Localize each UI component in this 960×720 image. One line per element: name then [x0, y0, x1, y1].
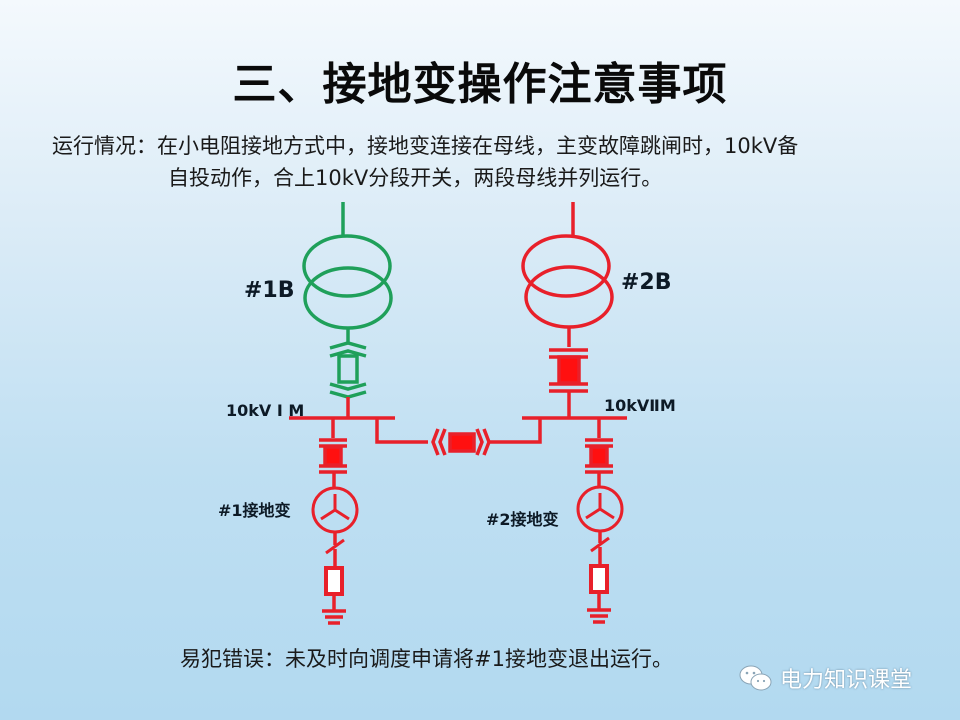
bus-1-label: 10kV I M [226, 401, 304, 420]
description-line-2: 自投动作，合上10kV分段开关，两段母线并列运行。 [168, 166, 663, 190]
breaker-2b-main [549, 348, 588, 418]
transformer-1b [302, 202, 393, 344]
bus-1 [289, 397, 428, 444]
bus-2-label: 10kVⅡM [604, 396, 676, 415]
bus-tie-breaker [431, 428, 491, 456]
breaker-1b-main [329, 341, 367, 399]
bus-2 [490, 416, 627, 444]
watermark: 电力知识课堂 [738, 662, 912, 694]
transformer-1-label: #1B [244, 278, 295, 303]
wechat-icon [739, 665, 772, 691]
common-mistake-note: 易犯错误：未及时向调度申请将#1接地变退出运行。 [180, 647, 673, 671]
watermark-text: 电力知识课堂 [780, 668, 913, 693]
grounding-transformer-2-branch [576, 418, 624, 624]
operating-description: 运行情况：在小电阻接地方式中，接地变连接在母线，主变故障跳闸时，10kV备 自投… [52, 130, 922, 194]
grounding-transformer-2-label: #2接地变 [486, 510, 559, 529]
transformer-2b [521, 202, 614, 347]
grounding-transformer-1-branch [311, 418, 359, 625]
grounding-transformer-1-label: #1接地变 [218, 501, 291, 520]
transformer-2-label: #2B [621, 270, 672, 295]
page-title: 三、接地变操作注意事项 [232, 59, 728, 110]
description-line-1: 运行情况：在小电阻接地方式中，接地变连接在母线，主变故障跳闸时，10kV备 [52, 134, 799, 158]
